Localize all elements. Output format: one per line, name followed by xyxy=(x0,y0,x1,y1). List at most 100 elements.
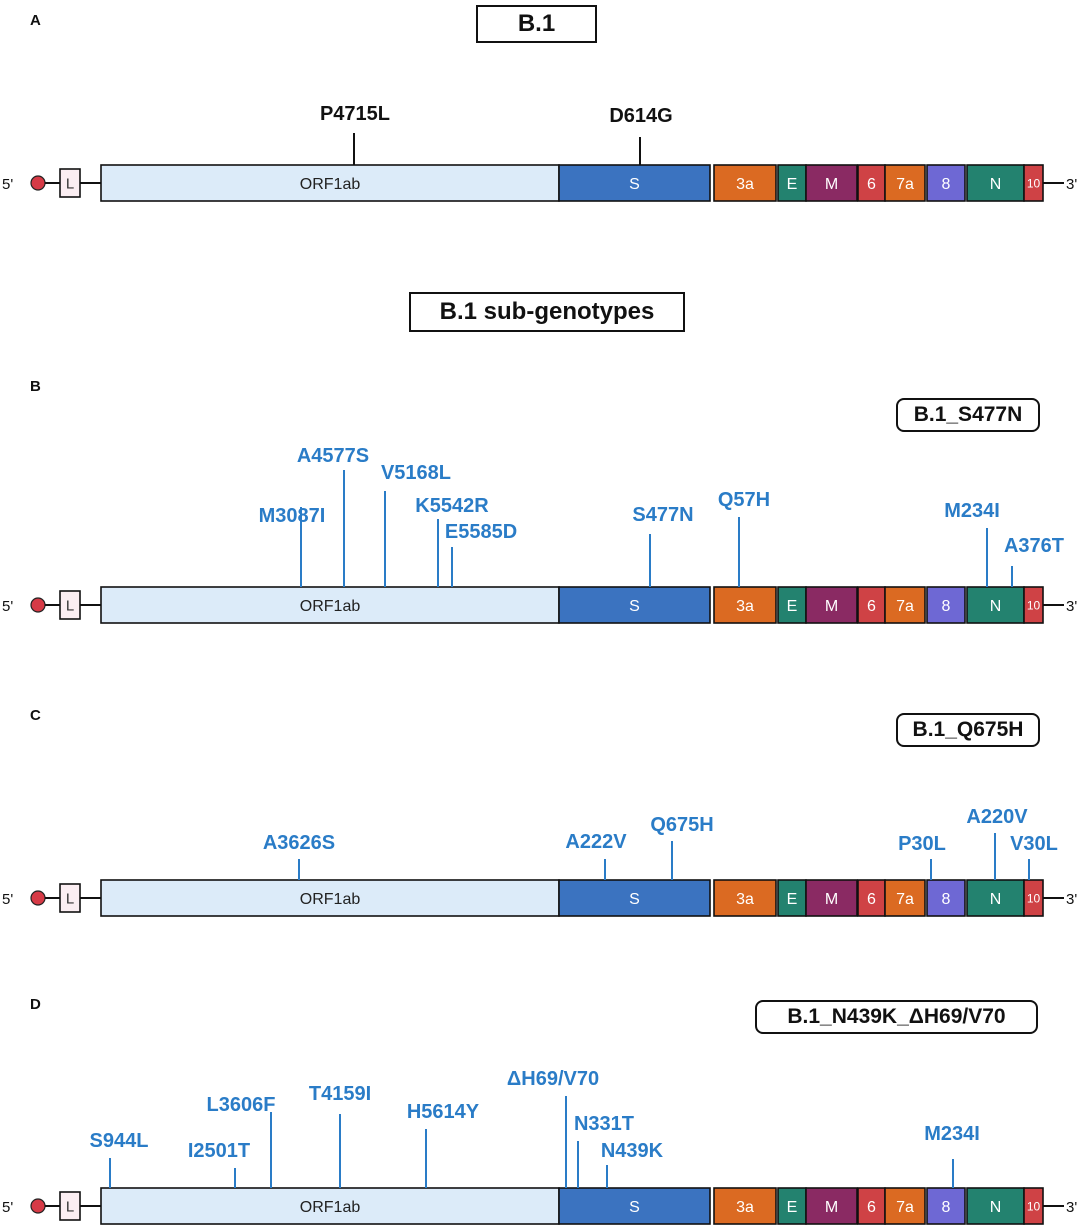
gene-10 xyxy=(1023,586,1044,624)
gene-label: L xyxy=(66,890,74,907)
five-prime-label: 5' xyxy=(2,1199,13,1216)
gene-8 xyxy=(926,879,966,917)
gene-label: 7a xyxy=(896,176,914,193)
mutation-label: S944L xyxy=(90,1130,149,1152)
gene-10 xyxy=(1023,164,1044,202)
five-prime-label: 5' xyxy=(2,891,13,908)
gene-s xyxy=(558,164,711,202)
sub-genotypes-heading: B.1 sub-genotypes xyxy=(409,292,685,332)
gene-n xyxy=(966,586,1025,624)
gene-label: ORF1ab xyxy=(300,176,361,193)
gene-e xyxy=(777,879,807,917)
gene-label: 6 xyxy=(867,891,876,908)
gene-n xyxy=(966,879,1025,917)
gene-label: S xyxy=(629,891,640,908)
gene-label: M xyxy=(825,891,838,908)
three-prime-label: 3' xyxy=(1066,891,1077,908)
gene-label: 10 xyxy=(1027,176,1041,190)
cap-icon xyxy=(30,890,46,906)
gene-8 xyxy=(926,586,966,624)
mutation-label: H5614Y xyxy=(407,1101,480,1123)
gene-label: 10 xyxy=(1027,1199,1041,1213)
gene-label: L xyxy=(66,597,74,614)
gene-label: 8 xyxy=(942,598,951,615)
gene-3a xyxy=(713,586,777,624)
gene-label: S xyxy=(629,1199,640,1216)
gene-l xyxy=(59,168,81,198)
gene-6 xyxy=(857,586,886,624)
gene-label: N xyxy=(990,598,1002,615)
gene-l xyxy=(59,883,81,913)
mutation-label: S477N xyxy=(632,504,693,526)
gene-label: N xyxy=(990,891,1002,908)
gene-10 xyxy=(1023,1187,1044,1225)
panel-a: A B.1 xyxy=(0,0,1084,260)
gene-6 xyxy=(857,164,886,202)
gene-8 xyxy=(926,1187,966,1225)
gene-orf1ab xyxy=(100,164,560,202)
mutation-label: A220V xyxy=(966,806,1028,828)
mutation-label: A376T xyxy=(1004,535,1064,557)
gene-label: 10 xyxy=(1027,598,1041,612)
gene-label: 7a xyxy=(896,1199,914,1216)
gene-l xyxy=(59,1191,81,1221)
gene-label: 8 xyxy=(942,176,951,193)
gene-label: 7a xyxy=(896,598,914,615)
mutation-label: M3087I xyxy=(259,505,326,527)
gene-6 xyxy=(857,879,886,917)
mutation-label: P30L xyxy=(898,833,946,855)
three-prime-label: 3' xyxy=(1066,598,1077,615)
gene-label: M xyxy=(825,176,838,193)
gene-label: 10 xyxy=(1027,891,1041,905)
gene-orf1ab xyxy=(100,879,560,917)
gene-label: 3a xyxy=(736,1199,754,1216)
gene-label: M xyxy=(825,1199,838,1216)
gene-e xyxy=(777,1187,807,1225)
gene-10 xyxy=(1023,879,1044,917)
gene-label: E xyxy=(787,1199,798,1216)
gene-label: E xyxy=(787,598,798,615)
gene-label: M xyxy=(825,598,838,615)
gene-m xyxy=(805,164,858,202)
mutation-label: T4159I xyxy=(309,1083,371,1105)
gene-s xyxy=(558,1187,711,1225)
gene-8 xyxy=(926,164,966,202)
gene-label: 6 xyxy=(867,176,876,193)
mutation-label: N331T xyxy=(574,1113,634,1135)
gene-3a xyxy=(713,879,777,917)
gene-m xyxy=(805,1187,858,1225)
mutation-label: P4715L xyxy=(320,103,390,125)
gene-l xyxy=(59,590,81,620)
mutation-label: A4577S xyxy=(297,445,369,467)
gene-3a xyxy=(713,1187,777,1225)
gene-label: S xyxy=(629,176,640,193)
cap-icon xyxy=(30,597,46,613)
gene-s xyxy=(558,879,711,917)
mutation-label: Q57H xyxy=(718,489,770,511)
gene-s xyxy=(558,586,711,624)
gene-label: E xyxy=(787,891,798,908)
mutation-label: A3626S xyxy=(263,832,335,854)
mutation-label: V30L xyxy=(1010,833,1058,855)
mutation-label: A222V xyxy=(565,831,627,853)
gene-label: N xyxy=(990,1199,1002,1216)
five-prime-label: 5' xyxy=(2,598,13,615)
mutation-label: I2501T xyxy=(188,1140,250,1162)
mutation-label: K5542R xyxy=(415,495,489,517)
gene-label: L xyxy=(66,175,74,192)
gene-label: L xyxy=(66,1198,74,1215)
gene-7a xyxy=(884,586,926,624)
gene-label: 6 xyxy=(867,1199,876,1216)
gene-label: ORF1ab xyxy=(300,1199,361,1216)
mutation-label: E5585D xyxy=(445,521,517,543)
gene-label: E xyxy=(787,176,798,193)
mutation-label: V5168L xyxy=(381,462,451,484)
cap-icon xyxy=(30,175,46,191)
panel-letter: A xyxy=(30,12,41,29)
mutation-label: Q675H xyxy=(650,814,713,836)
